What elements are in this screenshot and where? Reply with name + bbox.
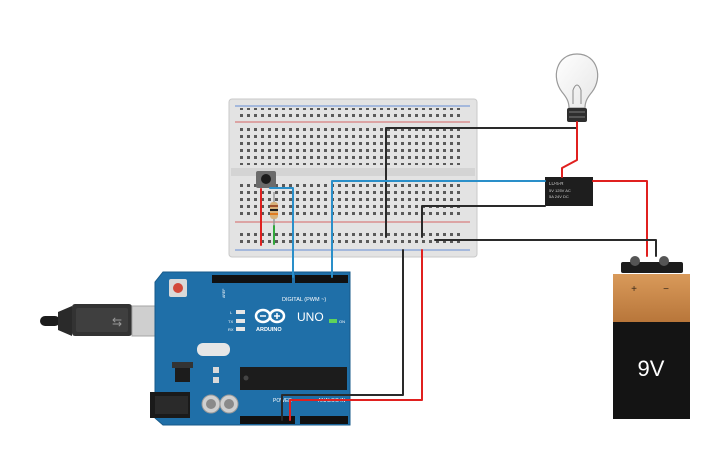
aref-label: AREF — [222, 289, 226, 298]
push-button[interactable] — [256, 171, 276, 188]
wire-red-relay-battery — [592, 180, 648, 257]
relay-label-line1: LU-5-R — [549, 181, 564, 186]
light-bulb — [555, 53, 599, 122]
on-label: ON — [339, 319, 345, 324]
wire-black-relay — [421, 205, 546, 238]
arduino-brand-label: ARDUINO — [256, 327, 282, 333]
breadboard-center-channel — [231, 168, 475, 176]
relay-label-line2: 5V 125V AC — [549, 188, 571, 193]
breadboard-top-power-rail — [235, 105, 470, 123]
wire-red-5v — [289, 249, 423, 421]
battery-voltage-label: 9V — [638, 356, 665, 381]
digital-pwm-label: DIGITAL (PWM ~) — [282, 297, 326, 303]
wire-blue-button — [269, 187, 294, 278]
wire-blue-relay — [331, 180, 546, 238]
breadboard — [228, 98, 478, 258]
status-leds: L TX RX — [228, 310, 245, 332]
power-jack — [150, 392, 190, 418]
wire-red-bulb-relay — [561, 121, 578, 178]
battery-plus-label: + — [631, 284, 637, 295]
analog-header — [300, 416, 348, 424]
relay-label-line3: 5A 24V DC — [549, 194, 569, 199]
resistor — [270, 192, 278, 226]
atmega-chip — [240, 367, 347, 390]
uno-label: UNO — [297, 310, 324, 324]
reset-button[interactable] — [169, 279, 187, 297]
l-label: L — [230, 310, 233, 315]
digital-header — [212, 275, 348, 283]
breadboard-upper-terminal-strip — [239, 128, 463, 165]
wire-black-gnd — [281, 249, 404, 421]
arduino-logo-icon — [254, 308, 286, 324]
tx-label: TX — [228, 319, 233, 324]
rx-label: RX — [228, 327, 234, 332]
battery-9v: + − 9V — [613, 256, 690, 419]
wires — [260, 121, 657, 421]
power-header — [240, 416, 295, 424]
usb-icon: ⇆ — [112, 315, 122, 329]
battery-minus-label: − — [663, 284, 669, 295]
arduino-uno-board: AREF DIGITAL (PWM ~) L TX RX ARDUINO UNO… — [150, 271, 351, 426]
wire-black-battery — [434, 239, 657, 257]
relay: LU-5-R 5V 125V AC 5A 24V DC — [545, 177, 593, 206]
